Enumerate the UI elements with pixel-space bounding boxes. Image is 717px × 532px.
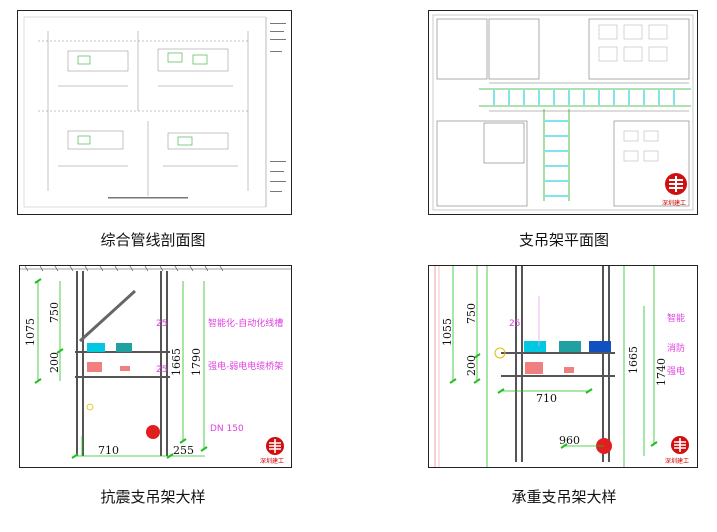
seismic-support-detail-panel[interactable]: 智能化-自动化线槽 强电-弱电电缆桥架 DN 150 25 25 1075 75… <box>19 265 292 468</box>
svg-text:960: 960 <box>559 434 580 447</box>
svg-text:深圳建工: 深圳建工 <box>665 457 689 465</box>
caption-support-plan: 支吊架平面图 <box>518 231 609 249</box>
svg-text:750: 750 <box>465 303 478 324</box>
svg-text:710: 710 <box>98 444 119 457</box>
svg-text:710: 710 <box>536 392 557 405</box>
caption-section-drawing: 综合管线剖面图 <box>100 231 206 249</box>
svg-text:25: 25 <box>156 319 167 329</box>
section-drawing-panel[interactable] <box>17 10 292 215</box>
svg-text:智能化-自动化线槽: 智能化-自动化线槽 <box>208 317 283 329</box>
support-plan-drawing <box>432 14 694 211</box>
seismic-support-drawing: 智能化-自动化线槽 强电-弱电电缆桥架 DN 150 25 25 1075 75… <box>20 266 291 459</box>
company-logo: 深圳建工 <box>665 434 695 466</box>
svg-text:1055: 1055 <box>441 318 454 346</box>
svg-text:1075: 1075 <box>24 318 37 346</box>
svg-text:1665: 1665 <box>170 348 183 376</box>
svg-text:1790: 1790 <box>190 348 203 376</box>
svg-text:消防: 消防 <box>667 342 685 354</box>
load-bearing-support-detail-panel[interactable]: 25 智能 消防 强电 1055 750 200 1665 1740 710 9… <box>428 265 698 468</box>
svg-text:DN 150: DN 150 <box>210 424 244 434</box>
svg-text:智能: 智能 <box>667 312 685 324</box>
caption-load-bearing-support: 承重支吊架大样 <box>511 488 617 506</box>
svg-text:25: 25 <box>156 365 167 375</box>
svg-text:25: 25 <box>509 319 520 329</box>
svg-text:1665: 1665 <box>627 346 640 374</box>
svg-text:深圳建工: 深圳建工 <box>260 457 284 465</box>
caption-seismic-support: 抗震支吊架大样 <box>100 488 206 506</box>
company-logo: 深圳建工 <box>661 171 691 209</box>
svg-text:深圳建工: 深圳建工 <box>662 199 686 207</box>
svg-text:强电-弱电电缆桥架: 强电-弱电电缆桥架 <box>208 360 283 372</box>
support-plan-panel[interactable]: 深圳建工 <box>428 10 698 215</box>
svg-text:255: 255 <box>173 444 194 457</box>
company-logo: 深圳建工 <box>260 436 290 466</box>
svg-text:强电: 强电 <box>667 365 685 377</box>
svg-text:200: 200 <box>48 352 61 373</box>
load-bearing-support-drawing: 25 智能 消防 强电 1055 750 200 1665 1740 710 9… <box>434 266 685 467</box>
svg-text:750: 750 <box>48 302 61 323</box>
svg-text:1740: 1740 <box>655 358 668 386</box>
svg-text:200: 200 <box>465 355 478 376</box>
section-drawing <box>23 16 286 208</box>
